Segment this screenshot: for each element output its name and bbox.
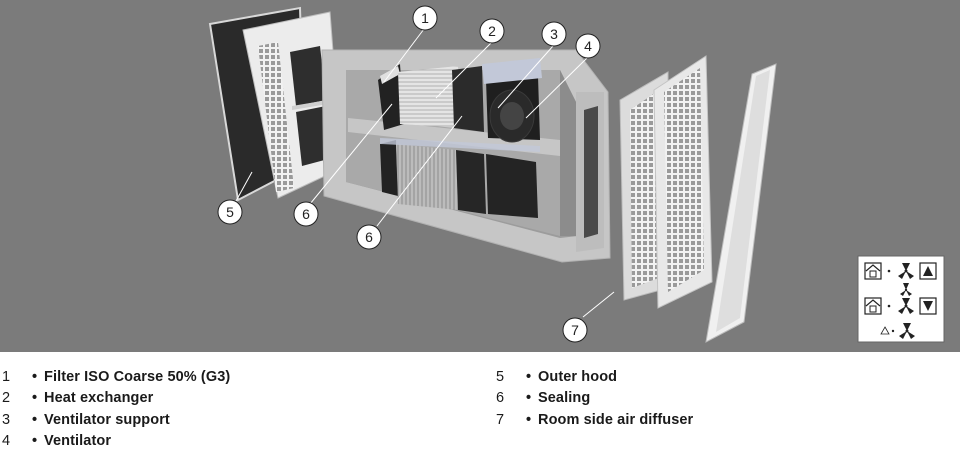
legend-label: Sealing <box>538 390 591 407</box>
callout-number: 4 <box>584 38 592 54</box>
exploded-view-diagram: 1 2 3 4 5 6 6 7 <box>208 5 945 343</box>
callout: 5 <box>217 199 243 225</box>
bullet-icon: • <box>526 390 532 407</box>
legend-item: 1 • Filter ISO Coarse 50% (G3) <box>2 366 230 388</box>
legend-item: 3 • Ventilator support <box>2 409 230 431</box>
legend-label: Heat exchanger <box>44 390 154 407</box>
legend-number: 7 <box>496 411 505 428</box>
legend: 1 • Filter ISO Coarse 50% (G3) 2 • Heat … <box>0 352 960 464</box>
arrow-up-icon <box>919 262 937 280</box>
legend-label: Room side air diffuser <box>538 411 694 428</box>
legend-label: Ventilator <box>44 433 112 450</box>
exploded-view-background: 1 2 3 4 5 6 6 7 <box>0 0 960 352</box>
callout: 2 <box>479 18 505 44</box>
callout-number: 6 <box>365 229 373 245</box>
ventilator <box>489 89 535 143</box>
legend-number: 4 <box>2 433 11 450</box>
bullet-icon: • <box>32 433 38 450</box>
cover-panel <box>705 63 777 343</box>
fan-icon <box>898 298 914 314</box>
callout: 3 <box>541 21 567 47</box>
callout-number: 7 <box>571 322 579 338</box>
heat-exchanger <box>398 66 484 132</box>
legend-item: 2 • Heat exchanger <box>2 388 230 410</box>
callout: 6 <box>293 201 319 227</box>
legend-number: 2 <box>2 390 11 407</box>
callout-number: 2 <box>488 23 496 39</box>
arrow-down-icon <box>919 297 937 315</box>
legend-column-right: 5 • Outer hood 6 • Sealing 7 • Room side… <box>496 366 693 431</box>
legend-label: Ventilator support <box>44 411 170 428</box>
callout-number: 6 <box>302 206 310 222</box>
callout: 7 <box>562 317 588 343</box>
leader-lines <box>235 28 615 318</box>
warning-icon <box>880 326 895 335</box>
fan-icon <box>899 323 915 339</box>
legend-number: 5 <box>496 368 505 385</box>
lower-components <box>380 138 540 218</box>
bullet-icon: • <box>32 390 38 407</box>
legend-item: 7 • Room side air diffuser <box>496 409 693 431</box>
bullet-icon: • <box>526 411 532 428</box>
callout-number: 5 <box>226 204 234 220</box>
legend-column-left: 1 • Filter ISO Coarse 50% (G3) 2 • Heat … <box>2 366 230 452</box>
fan-icon <box>898 263 914 279</box>
legend-number: 6 <box>496 390 505 407</box>
legend-number: 1 <box>2 368 11 385</box>
house-icon <box>864 297 891 315</box>
callout-number: 1 <box>421 10 429 26</box>
callout-number: 3 <box>550 26 558 42</box>
legend-number: 3 <box>2 411 11 428</box>
control-panel-icons <box>857 255 945 343</box>
callout: 6 <box>356 224 382 250</box>
room-side-air-diffuser <box>619 55 713 309</box>
legend-label: Outer hood <box>538 368 618 385</box>
house-icon <box>864 262 891 280</box>
legend-item: 6 • Sealing <box>496 388 693 410</box>
legend-label: Filter ISO Coarse 50% (G3) <box>44 368 231 385</box>
callout: 4 <box>575 33 601 59</box>
callout: 1 <box>412 5 438 31</box>
fan-icon <box>900 283 912 296</box>
legend-item: 5 • Outer hood <box>496 366 693 388</box>
bullet-icon: • <box>526 368 532 385</box>
outer-hood <box>208 6 343 202</box>
bullet-icon: • <box>32 411 38 428</box>
bullet-icon: • <box>32 368 38 385</box>
legend-item: 4 • Ventilator <box>2 431 230 453</box>
